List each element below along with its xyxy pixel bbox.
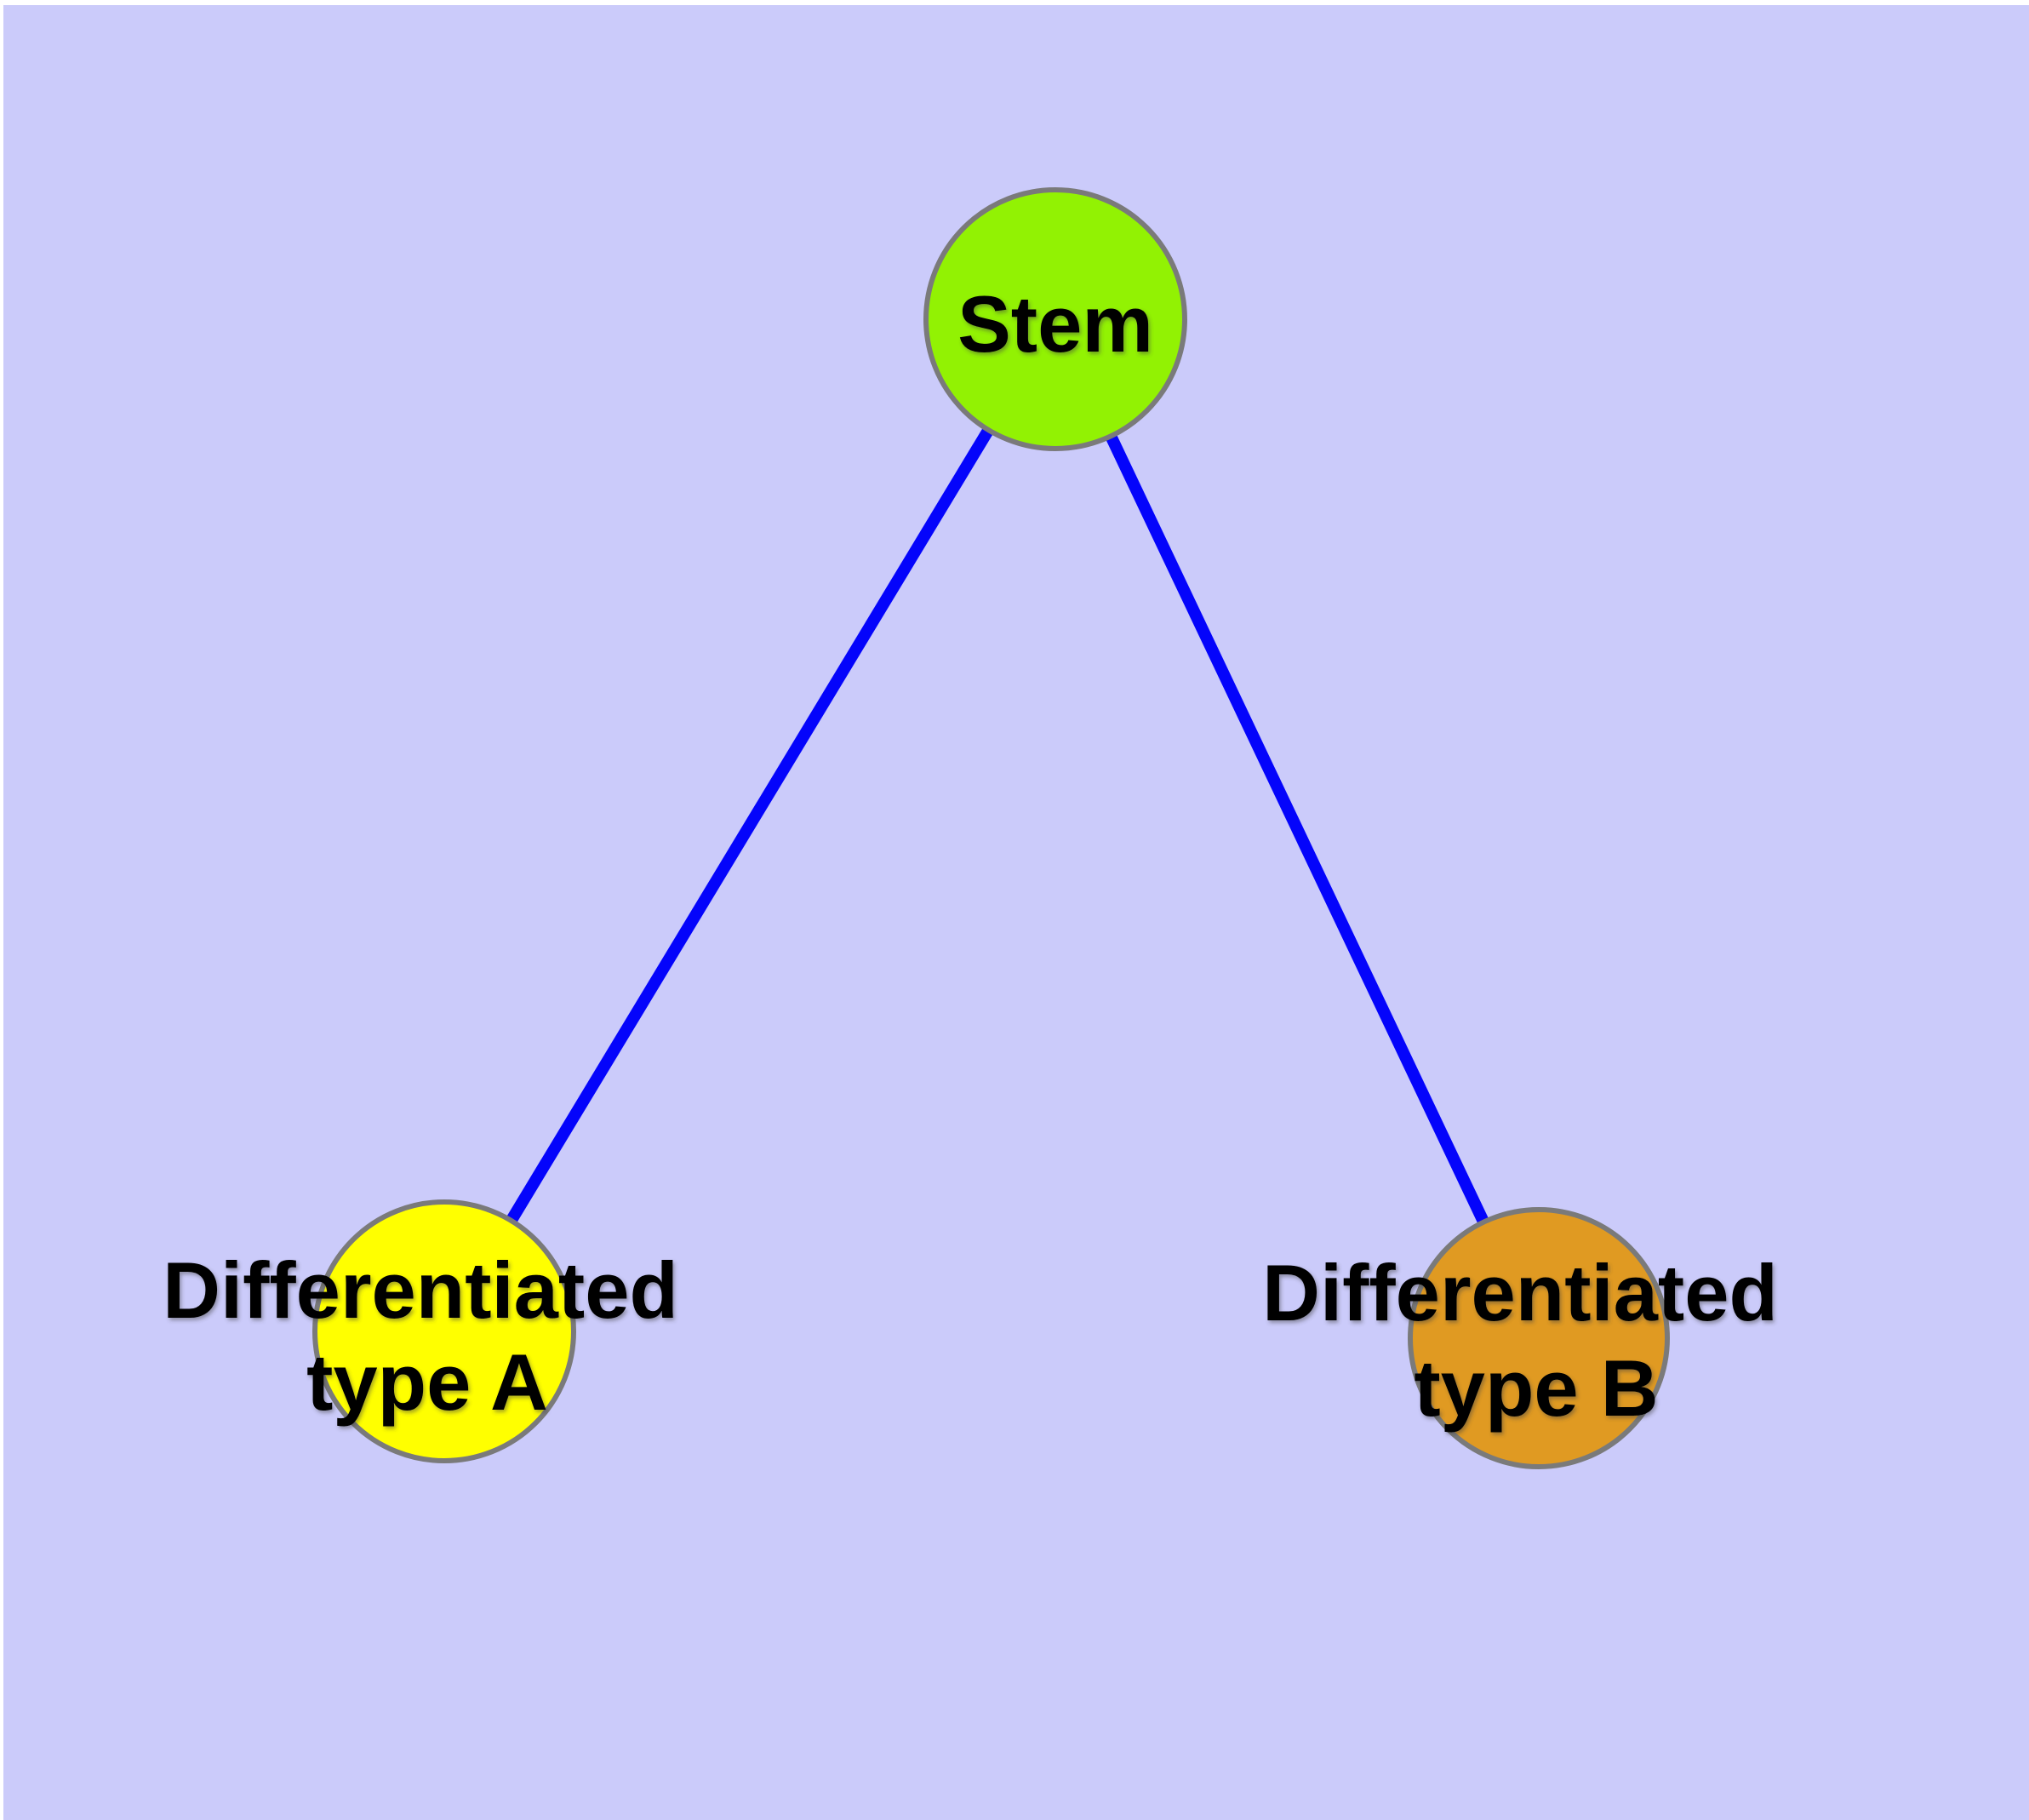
node-circle-differentiated-type-a: [312, 1199, 576, 1463]
node-label-differentiated-type-b-line2: type B: [1414, 1343, 1658, 1433]
node-label-stem-line1: Stem: [957, 279, 1153, 369]
node-circle-differentiated-type-b: [1408, 1207, 1670, 1469]
node-circle-stem: [923, 187, 1187, 451]
edge-stem-to-differentiated-type-a: [439, 316, 1060, 1335]
edge-stem-to-differentiated-type-b: [1049, 316, 1545, 1342]
nodes-layer: [312, 187, 1670, 1469]
node-label-differentiated-type-a-line1: Differentiated: [163, 1245, 678, 1335]
node-label-differentiated-type-a-line2: type A: [306, 1337, 548, 1427]
edges-layer: [439, 316, 1545, 1342]
node-label-differentiated-type-b-line1: Differentiated: [1262, 1248, 1778, 1337]
